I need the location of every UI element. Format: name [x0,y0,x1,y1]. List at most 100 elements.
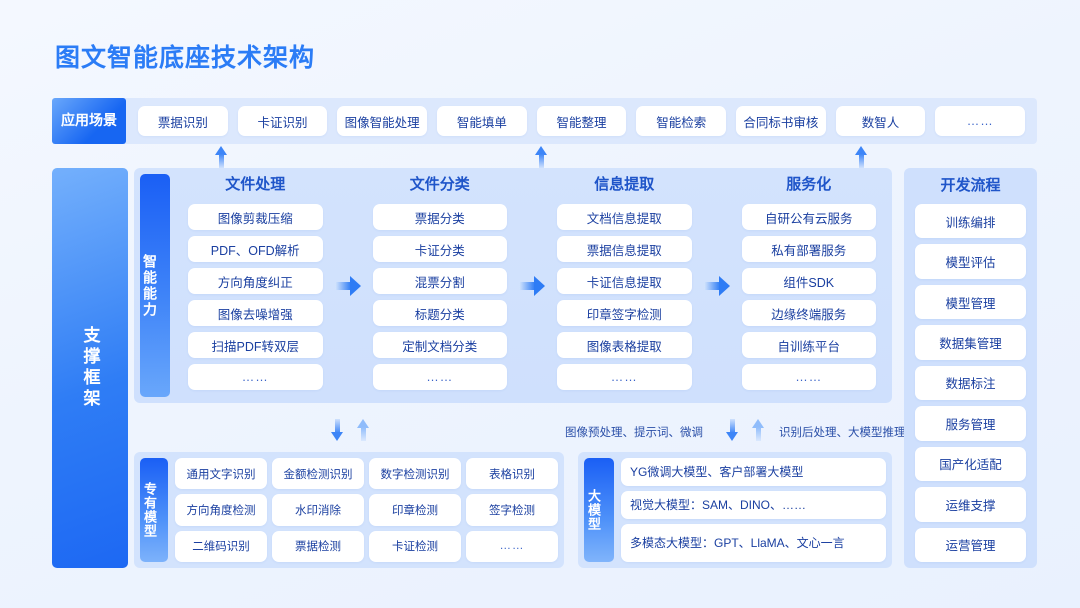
proprietary-model-item[interactable]: 签字检测 [466,494,558,526]
capability-item[interactable]: 图像剪裁压缩 [188,204,323,230]
flow-arrow-2 [517,174,547,397]
proprietary-model-item[interactable]: 水印消除 [272,494,364,526]
large-model-item[interactable]: YG微调大模型、客户部署大模型 [621,458,886,486]
application-scenarios-panel: 应用场景 票据识别 卡证识别 图像智能处理 智能填单 智能整理 智能检索 合同标… [52,98,1037,144]
flow-arrow-3 [702,174,732,397]
dev-process-item[interactable]: 训练编排 [915,204,1026,239]
capability-item[interactable]: 文档信息提取 [557,204,692,230]
dev-process-panel: 开发流程 训练编排 模型评估 模型管理 数据集管理 数据标注 服务管理 国产化适… [904,168,1037,568]
capability-item[interactable]: 印章签字检测 [557,300,692,326]
dev-process-item[interactable]: 模型管理 [915,284,1026,320]
capability-item[interactable]: 卡证信息提取 [557,268,692,294]
intelligent-capability-badge: 智能能力 [140,174,170,397]
arrow-right-icon [519,275,545,296]
application-scenarios-list: 票据识别 卡证识别 图像智能处理 智能填单 智能整理 智能检索 合同标书审核 数… [126,106,1037,136]
arrow-down-icon [331,419,344,441]
support-framework-bar: 支撑框架 [52,168,128,568]
proprietary-model-item[interactable]: 印章检测 [369,494,461,526]
proprietary-model-item-more[interactable]: …… [466,530,558,562]
proprietary-model-item[interactable]: 金额检测识别 [272,458,364,490]
large-model-item[interactable]: 视觉大模型：SAM、DINO、…… [621,491,886,519]
flow-arrow-1 [333,174,363,397]
app-scenario-item-more[interactable]: …… [935,106,1026,136]
capability-column-information-extraction: 信息提取 文档信息提取 票据信息提取 卡证信息提取 印章签字检测 图像表格提取 … [547,174,702,397]
column-title: 文件分类 [409,176,470,193]
support-framework-label: 支撑框架 [80,326,100,410]
capability-item[interactable]: PDF、OFD解析 [188,236,323,262]
capability-item-more[interactable]: …… [372,364,507,390]
proprietary-model-item[interactable]: 二维码识别 [175,530,267,562]
intelligent-capability-panel: 智能能力 文件处理 图像剪裁压缩 PDF、OFD解析 方向角度纠正 图像去噪增强… [134,168,892,403]
capability-columns: 文件处理 图像剪裁压缩 PDF、OFD解析 方向角度纠正 图像去噪增强 扫描PD… [170,174,886,397]
arrow-down-icon [726,419,739,441]
capability-item[interactable]: 卡证分类 [372,236,507,262]
capability-item[interactable]: 定制文档分类 [372,332,507,358]
application-scenarios-badge: 应用场景 [52,98,126,144]
app-scenario-item[interactable]: 票据识别 [138,106,228,136]
app-scenario-item[interactable]: 图像智能处理 [337,106,428,136]
dev-process-item[interactable]: 数据集管理 [915,325,1026,360]
proprietary-model-item[interactable]: 卡证检测 [369,530,461,562]
proprietary-models-badge: 专有模型 [140,458,168,562]
proprietary-models-grid: 通用文字识别 金额检测识别 数字检测识别 表格识别 方向角度检测 水印消除 印章… [168,458,558,562]
dev-process-item[interactable]: 数据标注 [915,365,1026,401]
app-scenario-item[interactable]: 智能填单 [437,106,527,136]
large-model-badge: 大模型 [584,458,614,562]
capability-item[interactable]: 票据信息提取 [557,236,692,262]
arrow-up-icon [752,419,765,441]
arrow-up-icon [535,146,548,168]
capability-item[interactable]: 组件SDK [741,268,876,294]
proprietary-model-item[interactable]: 方向角度检测 [175,494,267,526]
capability-item[interactable]: 自研公有云服务 [741,204,876,230]
app-scenario-item[interactable]: 智能检索 [636,106,727,136]
arrow-up-icon [855,146,868,168]
capability-item[interactable]: 票据分类 [372,204,507,230]
dev-process-item[interactable]: 运营管理 [915,527,1026,562]
column-title: 文件处理 [225,176,286,193]
large-model-panel: 大模型 YG微调大模型、客户部署大模型 视觉大模型：SAM、DINO、…… 多模… [578,452,892,568]
arrow-up-icon [357,419,370,441]
column-title: 服务化 [786,176,832,193]
app-scenario-item[interactable]: 合同标书审核 [736,106,826,136]
capability-column-servitization: 服务化 自研公有云服务 私有部署服务 组件SDK 边缘终端服务 自训练平台 …… [732,174,887,397]
capability-item[interactable]: 私有部署服务 [741,236,876,262]
capability-item[interactable]: 边缘终端服务 [741,300,876,326]
note-postprocessing: 识别后处理、大模型推理 [779,427,906,439]
capability-column-file-processing: 文件处理 图像剪裁压缩 PDF、OFD解析 方向角度纠正 图像去噪增强 扫描PD… [178,174,333,397]
capability-item[interactable]: 混票分割 [372,268,507,294]
large-model-list: YG微调大模型、客户部署大模型 视觉大模型：SAM、DINO、…… 多模态大模型… [614,458,886,562]
capability-item[interactable]: 标题分类 [372,300,507,326]
capability-column-file-classification: 文件分类 票据分类 卡证分类 混票分割 标题分类 定制文档分类 …… [363,174,518,397]
page-title: 图文智能底座技术架构 [55,44,316,72]
capability-item[interactable]: 自训练平台 [741,332,876,358]
capability-item-more[interactable]: …… [188,364,323,390]
proprietary-model-item[interactable]: 通用文字识别 [175,458,267,490]
large-model-item[interactable]: 多模态大模型：GPT、LlaMA、文心一言 [621,524,886,562]
arrow-up-icon [215,146,228,168]
capability-item[interactable]: 图像表格提取 [557,332,692,358]
proprietary-models-panel: 专有模型 通用文字识别 金额检测识别 数字检测识别 表格识别 方向角度检测 水印… [134,452,564,568]
proprietary-model-item[interactable]: 数字检测识别 [369,458,461,490]
app-scenario-item[interactable]: 卡证识别 [237,106,328,136]
dev-process-item[interactable]: 运维支撑 [915,487,1026,522]
arrow-right-icon [334,275,361,296]
arrow-right-icon [703,275,730,296]
large-model-label: 大模型 [586,489,601,531]
capability-item[interactable]: 扫描PDF转双层 [188,332,323,358]
dev-process-item[interactable]: 服务管理 [915,406,1026,441]
capability-item[interactable]: 方向角度纠正 [188,268,323,294]
intelligent-capability-label: 智能能力 [142,253,158,318]
note-preprocessing: 图像预处理、提示词、微调 [565,427,703,439]
proprietary-model-item[interactable]: 票据检测 [272,530,364,562]
app-scenario-item[interactable]: 智能整理 [536,106,627,136]
capability-item-more[interactable]: …… [741,364,876,390]
app-scenario-item[interactable]: 数智人 [835,106,926,136]
dev-process-title: 开发流程 [940,177,1001,194]
column-title: 信息提取 [594,176,655,193]
dev-process-item[interactable]: 模型评估 [915,244,1026,279]
capability-item[interactable]: 图像去噪增强 [188,300,323,326]
proprietary-models-label: 专有模型 [142,482,157,538]
capability-item-more[interactable]: …… [557,364,692,390]
proprietary-model-item[interactable]: 表格识别 [466,458,558,490]
dev-process-item[interactable]: 国产化适配 [915,446,1026,482]
